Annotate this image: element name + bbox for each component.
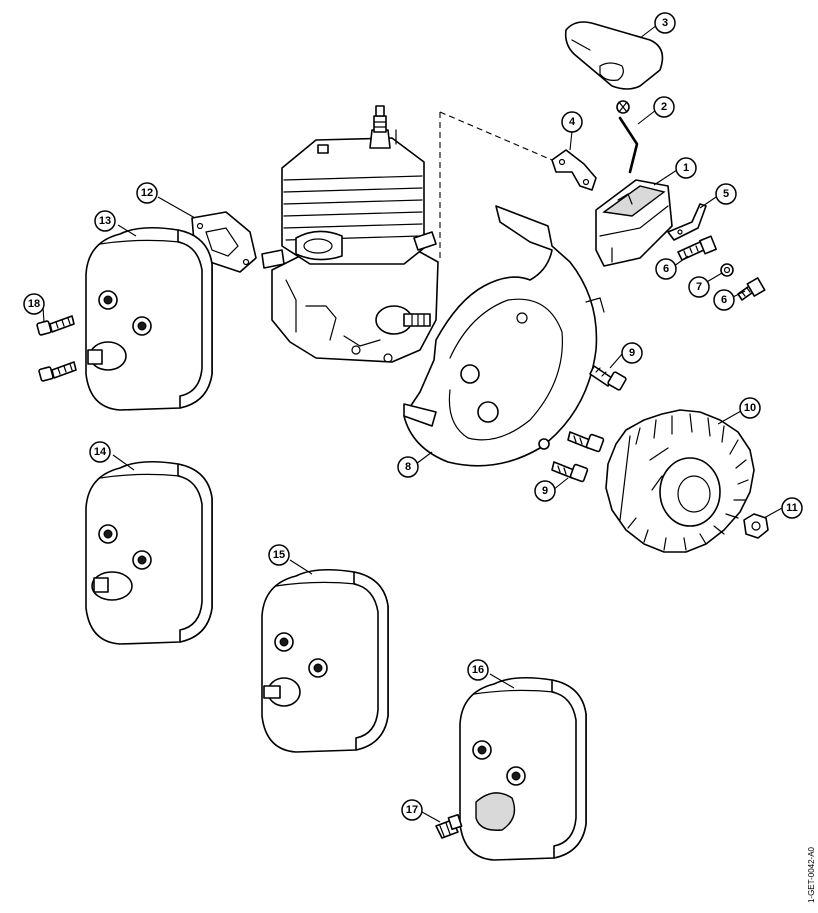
callout-label: 6 [663,263,669,275]
callout-14: 14 [89,441,111,463]
callout-11: 11 [781,497,803,519]
callout-label: 5 [723,188,729,200]
callout-10: 10 [739,397,761,419]
part-10-flywheel [605,409,755,553]
callout-2: 2 [653,96,675,118]
part-13-muffler [85,226,213,411]
callout-9b: 9 [534,480,556,502]
part-18-screw-upper [36,315,75,336]
part-4-bracket [551,149,597,191]
callout-label: 18 [28,298,40,310]
part-3-cover-plate [564,21,664,90]
callout-label: 16 [472,664,484,676]
part-6-screw-upper [677,235,717,261]
callout-8: 8 [397,456,419,478]
callout-4: 4 [561,111,583,133]
callout-15: 15 [268,544,290,566]
part-1-ignition-module [595,179,673,267]
part-6-screw-lower [737,277,766,301]
part-15-muffler [261,568,389,753]
part-2-spring-wire [616,100,639,174]
callout-16: 16 [467,659,489,681]
part-5-clip [667,203,707,241]
callout-label: 6 [721,294,727,306]
callout-7: 7 [688,276,710,298]
callout-label: 12 [141,187,153,199]
callout-12: 12 [136,182,158,204]
part-11-nut [743,513,769,539]
part-14-muffler [85,460,213,645]
callout-9a: 9 [621,342,643,364]
engine-cylinder-crankcase [261,105,439,363]
callout-label: 15 [273,549,285,561]
callout-label: 9 [542,485,548,497]
callout-label: 4 [569,116,576,128]
callout-6a: 6 [655,258,677,280]
callout-label: 13 [99,215,111,227]
callout-18: 18 [23,293,45,315]
part-16-muffler [459,676,587,861]
callout-label: 14 [94,446,107,458]
part-9-screw-middle [567,431,605,453]
part-18-screw-lower [38,361,77,382]
part-8-fan-housing [403,205,605,467]
callout-6b: 6 [713,289,735,311]
callout-3: 3 [654,12,676,34]
callout-label: 8 [405,461,411,473]
part-9-screw-lower [551,461,589,483]
callout-label: 9 [629,347,635,359]
callout-label: 17 [406,804,418,816]
callout-label: 10 [744,402,756,414]
callout-label: 11 [786,502,798,514]
callout-5: 5 [715,183,737,205]
callout-label: 3 [662,17,668,29]
part-9-screw-upper [589,365,627,391]
callout-label: 7 [696,281,702,293]
part-17-screw [435,813,463,839]
callout-1: 1 [675,157,697,179]
assembly-dashed-line [439,111,553,262]
callout-17: 17 [401,799,423,821]
part-7-washer [720,263,734,277]
callout-label: 1 [683,162,689,174]
callout-label: 2 [661,101,667,113]
drawing-code-label: 1-GET-0042-A0 [807,846,816,903]
callout-13: 13 [94,210,116,232]
